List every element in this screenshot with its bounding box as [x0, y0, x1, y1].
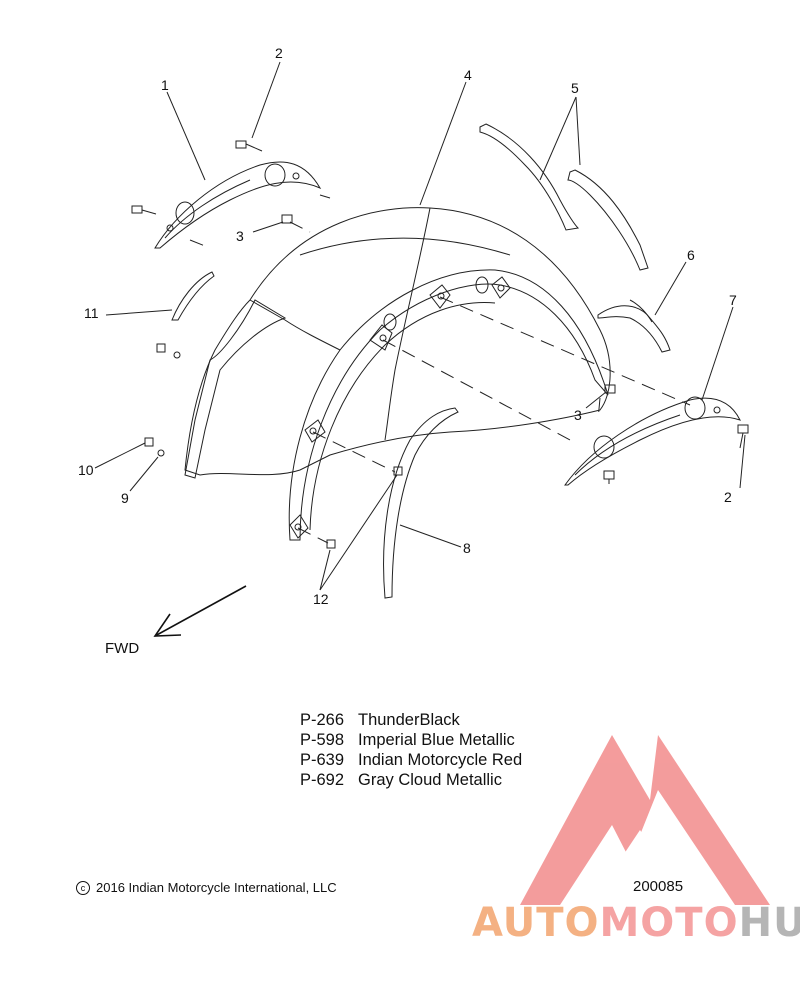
fender-outer-shell [184, 207, 611, 476]
paint-name: Gray Cloud Metallic [358, 771, 502, 789]
trim-small [171, 271, 215, 321]
fender-tip-left [154, 161, 322, 249]
paint-code-legend: P-266 ThunderBlack P-598 Imperial Blue Met… [300, 710, 522, 790]
leader-lines [94, 61, 746, 591]
trim-strip-side [383, 407, 459, 599]
paint-name: Indian Motorcycle Red [358, 751, 523, 769]
figure-number: 200085 [633, 878, 684, 895]
callout-12: 12 [313, 591, 329, 607]
watermark-logo-icon [520, 735, 770, 905]
fender-assembly [131, 123, 749, 599]
callout-11: 11 [84, 305, 99, 321]
watermark-part-3: HUB [738, 900, 800, 946]
paint-code-row: P-639 Indian Motorcycle Red [300, 750, 522, 770]
watermark-part-1: AUTO [472, 900, 600, 946]
screw-icon [131, 140, 749, 549]
paint-code: P-266 [300, 711, 345, 729]
paint-code-row: P-598 Imperial Blue Metallic [300, 730, 522, 750]
paint-code: P-692 [300, 771, 345, 789]
callout-4: 4 [464, 67, 472, 83]
callout-5: 5 [571, 80, 579, 96]
callout-3-left: 3 [236, 228, 244, 244]
watermark-text: AUTOMOTOHUB [472, 900, 800, 946]
paint-name: ThunderBlack [358, 711, 460, 729]
paint-code-row: P-692 Gray Cloud Metallic [300, 770, 522, 790]
watermark-part-2: MOTO [599, 900, 739, 946]
trim-strip-lower [567, 169, 649, 271]
fender-tip-right [564, 396, 741, 486]
callout-3-right: 3 [574, 407, 582, 423]
paint-code: P-639 [300, 751, 345, 769]
fender-badge [597, 305, 671, 353]
paint-name: Imperial Blue Metallic [358, 731, 515, 749]
fender-inner-rim [288, 269, 609, 541]
fwd-label: FWD [105, 640, 139, 657]
paint-code: P-598 [300, 731, 345, 749]
copyright-icon: c [76, 881, 90, 895]
alignment-lines [189, 194, 691, 544]
trim-strip-upper [479, 123, 580, 231]
callout-9: 9 [121, 490, 129, 506]
callout-2-bottom: 2 [724, 489, 732, 505]
callout-8: 8 [463, 540, 471, 556]
callout-6: 6 [687, 247, 695, 263]
forward-arrow-icon [153, 585, 247, 637]
copyright-notice: c 2016 Indian Motorcycle International, L… [76, 880, 337, 895]
fender-left-panel [184, 299, 287, 479]
copyright-text: 2016 Indian Motorcycle International, LL… [96, 880, 337, 895]
callout-1: 1 [161, 77, 169, 93]
paint-code-row: P-266 ThunderBlack [300, 710, 522, 730]
callout-10: 10 [78, 462, 94, 478]
callout-7: 7 [729, 292, 737, 308]
callout-2-top: 2 [275, 45, 283, 61]
